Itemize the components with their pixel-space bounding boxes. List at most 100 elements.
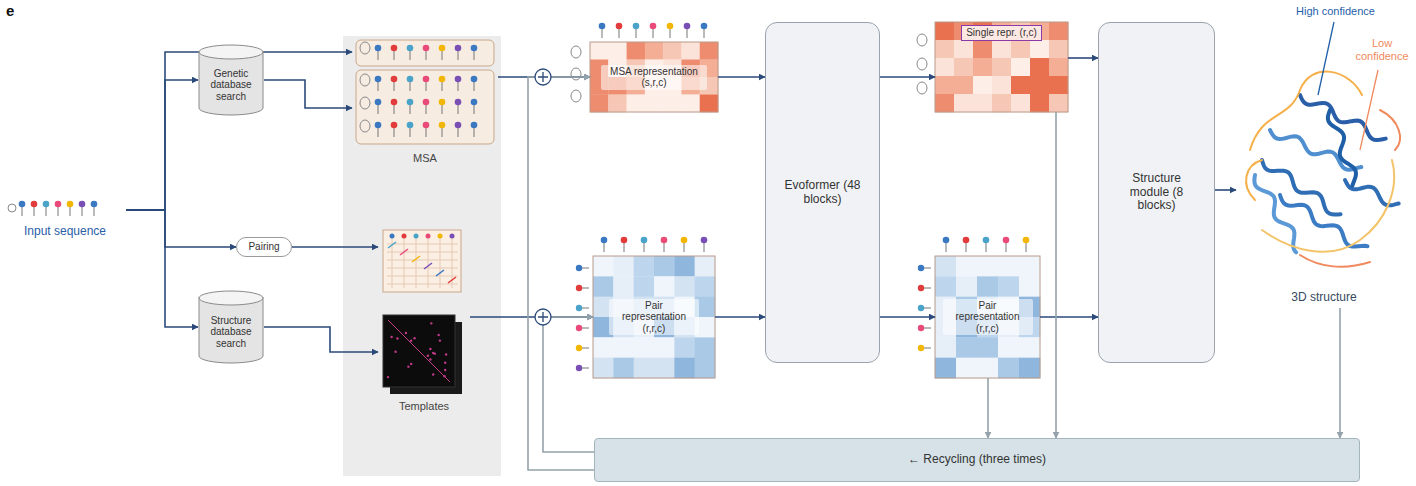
heatmap-cell xyxy=(935,337,956,358)
residue-pin xyxy=(471,122,478,129)
contact-dot xyxy=(429,358,431,360)
heatmap-cell xyxy=(1019,276,1040,297)
flow-arrow xyxy=(880,316,935,318)
heatmap-cell xyxy=(645,42,664,60)
residue-pin xyxy=(31,201,38,208)
pairing-pill: Pairing xyxy=(236,237,292,257)
residue-pin xyxy=(91,201,98,208)
protein-helix xyxy=(1254,175,1296,252)
heatmap-cell xyxy=(590,42,609,60)
contact-dot xyxy=(437,334,439,336)
grid-line xyxy=(387,276,458,277)
heatmap-frame xyxy=(935,22,1068,112)
node-label: MSA representation (s,r,c) xyxy=(601,65,707,90)
heatmap-cell xyxy=(674,337,695,358)
pair-mark xyxy=(412,256,420,262)
heatmap-cell xyxy=(992,40,1011,58)
heatmap-cell xyxy=(613,358,634,379)
contact-dot xyxy=(396,337,398,339)
3d-structure: 3D structure xyxy=(1236,28,1412,308)
heatmap-cell xyxy=(1019,337,1040,358)
residue-pin xyxy=(471,76,478,83)
heatmap-cell xyxy=(613,256,634,277)
residue-pin xyxy=(667,23,674,30)
residue-pin xyxy=(407,122,414,129)
heatmap-cell xyxy=(654,358,675,379)
heatmap-cell xyxy=(1030,94,1049,112)
species-icon xyxy=(917,34,927,46)
heatmap-cell xyxy=(593,276,614,297)
heatmap-cell xyxy=(998,276,1019,297)
residue-pin xyxy=(423,76,430,83)
residue-pin xyxy=(423,45,430,52)
heatmap-cell xyxy=(935,94,954,112)
flow-arrow xyxy=(292,246,378,248)
node-label: ← Recycling (three times) xyxy=(908,453,1046,467)
heatmap-cell xyxy=(956,337,977,358)
heatmap-cell xyxy=(674,358,695,379)
msa-panel: MSA xyxy=(352,38,498,168)
residue-pin xyxy=(616,23,623,30)
contact-dot xyxy=(432,373,434,375)
residue-pin xyxy=(55,201,62,208)
pair-mark xyxy=(424,263,432,269)
residue-pin xyxy=(439,45,446,52)
residue-pin xyxy=(375,45,382,52)
residue-pin xyxy=(576,345,582,351)
leader-line xyxy=(1360,70,1378,150)
contact-dot xyxy=(405,332,407,334)
heatmap-cell xyxy=(634,276,655,297)
heatmap-cell xyxy=(935,256,956,277)
flow-arrow xyxy=(1040,316,1098,318)
flow-arrow xyxy=(126,80,198,210)
residue-pin xyxy=(701,237,708,244)
heatmap-frame xyxy=(593,256,715,378)
residue-pin xyxy=(576,265,582,271)
structure-module: Structure module (8 blocks) xyxy=(1098,22,1215,363)
heatmap-cell xyxy=(977,337,998,358)
species-icon xyxy=(917,82,927,94)
node-label: Evoformer (48 blocks) xyxy=(778,179,868,207)
residue-pin xyxy=(67,201,74,208)
residue-pin xyxy=(601,237,608,244)
heatmap-cell xyxy=(613,276,634,297)
residue-pin xyxy=(681,237,688,244)
flow-arrow xyxy=(126,210,198,327)
residue-pin xyxy=(943,237,950,244)
residue-pin xyxy=(455,122,462,129)
node-label: Templates xyxy=(399,400,449,413)
flow-arrow xyxy=(1068,57,1098,59)
species-icon xyxy=(571,90,581,102)
heatmap-cell xyxy=(998,358,1019,379)
single-representation: Single repr. (r,c) xyxy=(935,22,1068,112)
heatmap-cell xyxy=(998,337,1019,358)
residue-pin xyxy=(391,76,398,83)
residue-pin xyxy=(375,99,382,106)
pair-representation: Pair representation (r,r,c) xyxy=(593,256,715,378)
heatmap-cell xyxy=(593,256,614,277)
residue-pin xyxy=(963,237,970,244)
species-icon xyxy=(360,97,370,109)
residue-pin xyxy=(576,285,582,291)
heatmap-cell xyxy=(935,22,954,40)
callout-label: High confidence xyxy=(1296,5,1375,18)
species-icon xyxy=(360,42,370,54)
contact-dot xyxy=(444,361,446,363)
residue-pin xyxy=(1023,237,1030,244)
database-cylinder: Genetic database search xyxy=(198,44,264,116)
evoformer-block: Evoformer (48 blocks) xyxy=(765,22,880,363)
species-icon xyxy=(571,68,581,80)
node-label: Pairing xyxy=(248,241,279,253)
heatmap-cell xyxy=(992,76,1011,94)
residue-pin xyxy=(633,23,640,30)
contact-dot xyxy=(394,351,396,353)
residue-pin xyxy=(407,99,414,106)
heatmap-cell xyxy=(1011,40,1030,58)
database-cylinder: Structure database search xyxy=(198,290,264,364)
residue-pin xyxy=(79,201,86,208)
panel-letter: e xyxy=(6,2,14,19)
flow-arrow xyxy=(126,52,352,210)
heatmap-cell xyxy=(977,358,998,379)
heatmap-cell xyxy=(956,358,977,379)
residue-pin xyxy=(576,365,582,371)
